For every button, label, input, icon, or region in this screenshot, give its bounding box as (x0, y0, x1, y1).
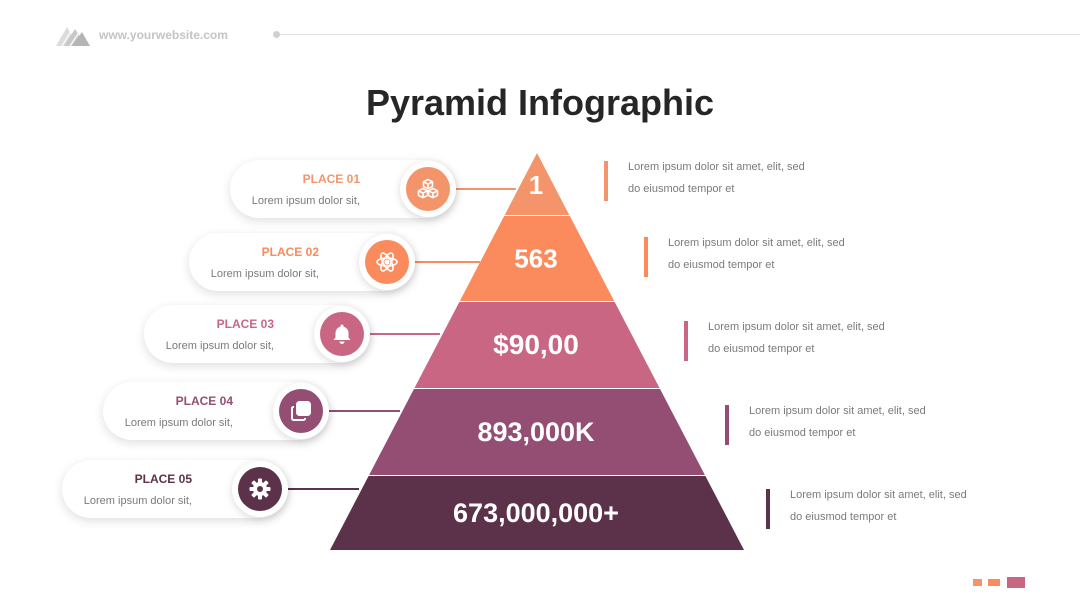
place-label: PLACE 03 (216, 317, 274, 331)
place-label: PLACE 04 (175, 394, 233, 408)
gear-icon (249, 478, 271, 500)
accent-bar-4 (725, 405, 729, 445)
page-title: Pyramid Infographic (365, 82, 715, 123)
footer-square-1 (973, 579, 982, 586)
connector-line-5 (288, 488, 359, 490)
pyramid-tier-value-4: 893,000K (477, 417, 595, 447)
cubes-icon (417, 178, 439, 199)
place-label: PLACE 01 (302, 172, 360, 186)
pyramid-tier-3 (414, 302, 660, 388)
accent-bar-5 (766, 489, 770, 529)
atom-icon (376, 252, 398, 272)
place-desc: Lorem ipsum dolor sit, (124, 417, 233, 429)
place-icon-badge-1 (400, 161, 456, 217)
place-icon-badge-4 (273, 383, 329, 439)
accent-bar-1 (604, 161, 608, 201)
pyramid-tier-value-1: 1 (529, 170, 543, 200)
place-icon-badge-3 (314, 306, 370, 362)
footer-square-2 (988, 579, 1000, 586)
connector-line-1 (456, 188, 516, 190)
place-icon-badge-5 (232, 461, 288, 517)
place-desc: Lorem ipsum dolor sit, (210, 268, 319, 280)
pyramid-tier-value-3: $90,00 (493, 329, 579, 360)
pyramid-tier-1 (504, 153, 570, 215)
pyramid-tier-4 (369, 389, 705, 475)
footer-square-3 (1007, 577, 1025, 588)
header-divider (280, 34, 1080, 35)
logo-icon (56, 27, 90, 46)
copy-icon (291, 401, 311, 421)
website-url[interactable]: www.yourwebsite.com (99, 28, 228, 42)
accent-bar-3 (684, 321, 688, 361)
place-label: PLACE 05 (134, 472, 192, 486)
pyramid-tier-value-5: 673,000,000+ (453, 498, 619, 528)
pyramid-tier-value-2: 563 (514, 244, 557, 274)
place-desc: Lorem ipsum dolor sit, (165, 340, 274, 352)
place-label: PLACE 02 (261, 245, 319, 259)
place-desc: Lorem ipsum dolor sit, (83, 495, 192, 507)
place-desc: Lorem ipsum dolor sit, (251, 195, 360, 207)
place-icon-badge-2 (359, 234, 415, 290)
accent-bar-2 (644, 237, 648, 277)
header-dot (273, 31, 280, 38)
connector-line-3 (370, 333, 440, 335)
connector-line-4 (329, 410, 400, 412)
connector-line-2 (415, 261, 480, 263)
bell-icon (333, 324, 351, 344)
pyramid-tier-2 (459, 216, 615, 301)
pyramid-tier-5 (330, 476, 744, 550)
